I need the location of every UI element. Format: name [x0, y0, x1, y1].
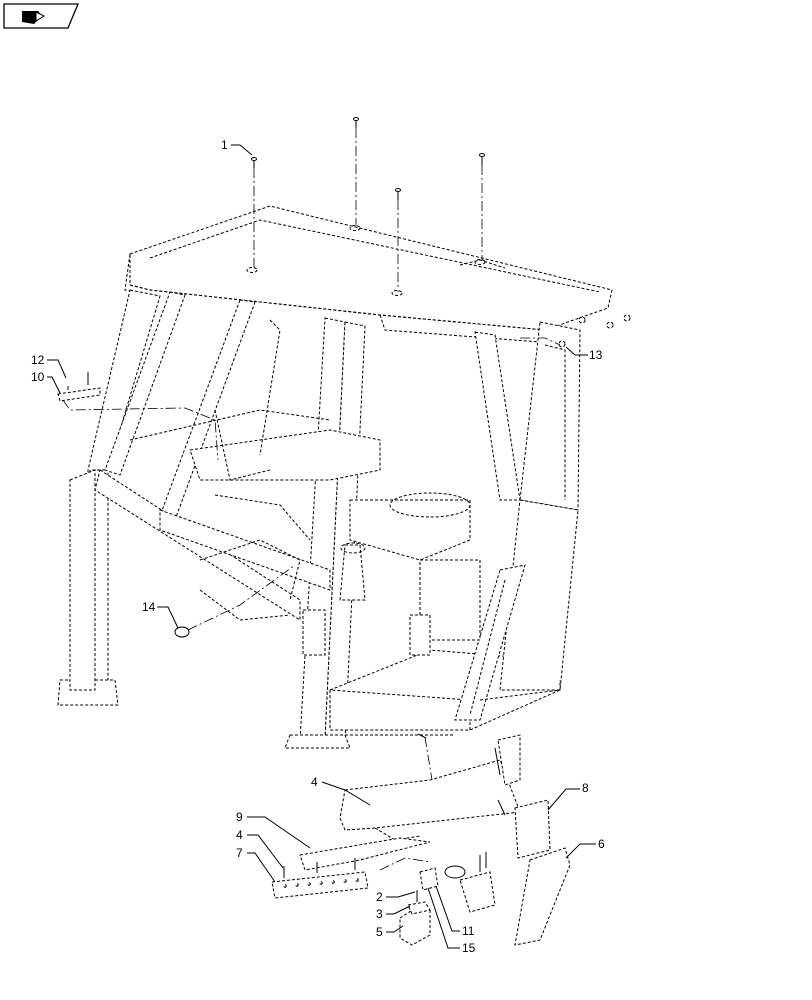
callout-label: 9 — [236, 810, 243, 824]
callout-label: 3 — [376, 907, 383, 921]
callout-label: 2 — [376, 890, 383, 904]
callout-label: 4 — [311, 775, 318, 789]
cab-frame — [57, 205, 613, 749]
callout-label: 10 — [31, 370, 45, 384]
callout-label: 11 — [462, 924, 475, 938]
book-arrow-icon[interactable] — [3, 3, 79, 29]
callout-label: 14 — [142, 600, 156, 614]
bracket-10 — [57, 372, 219, 461]
callout-label: 15 — [462, 941, 476, 955]
floor-mat-assembly — [271, 733, 571, 946]
callout-label: 12 — [31, 353, 45, 367]
callout-label: 1 — [221, 138, 228, 152]
callout-label: 7 — [236, 846, 243, 860]
roof-nuts — [520, 314, 631, 348]
callout-label: 6 — [598, 837, 605, 851]
roof-bolts — [251, 117, 485, 292]
callout-label: 4 — [236, 828, 243, 842]
callout-label: 13 — [589, 348, 603, 362]
callout-label: 5 — [376, 925, 383, 939]
plug-13 — [174, 564, 296, 638]
callout-label: 8 — [582, 781, 589, 795]
callouts: 1 13 12 10 14 4 8 9 6 4 7 2 3 — [31, 138, 605, 955]
